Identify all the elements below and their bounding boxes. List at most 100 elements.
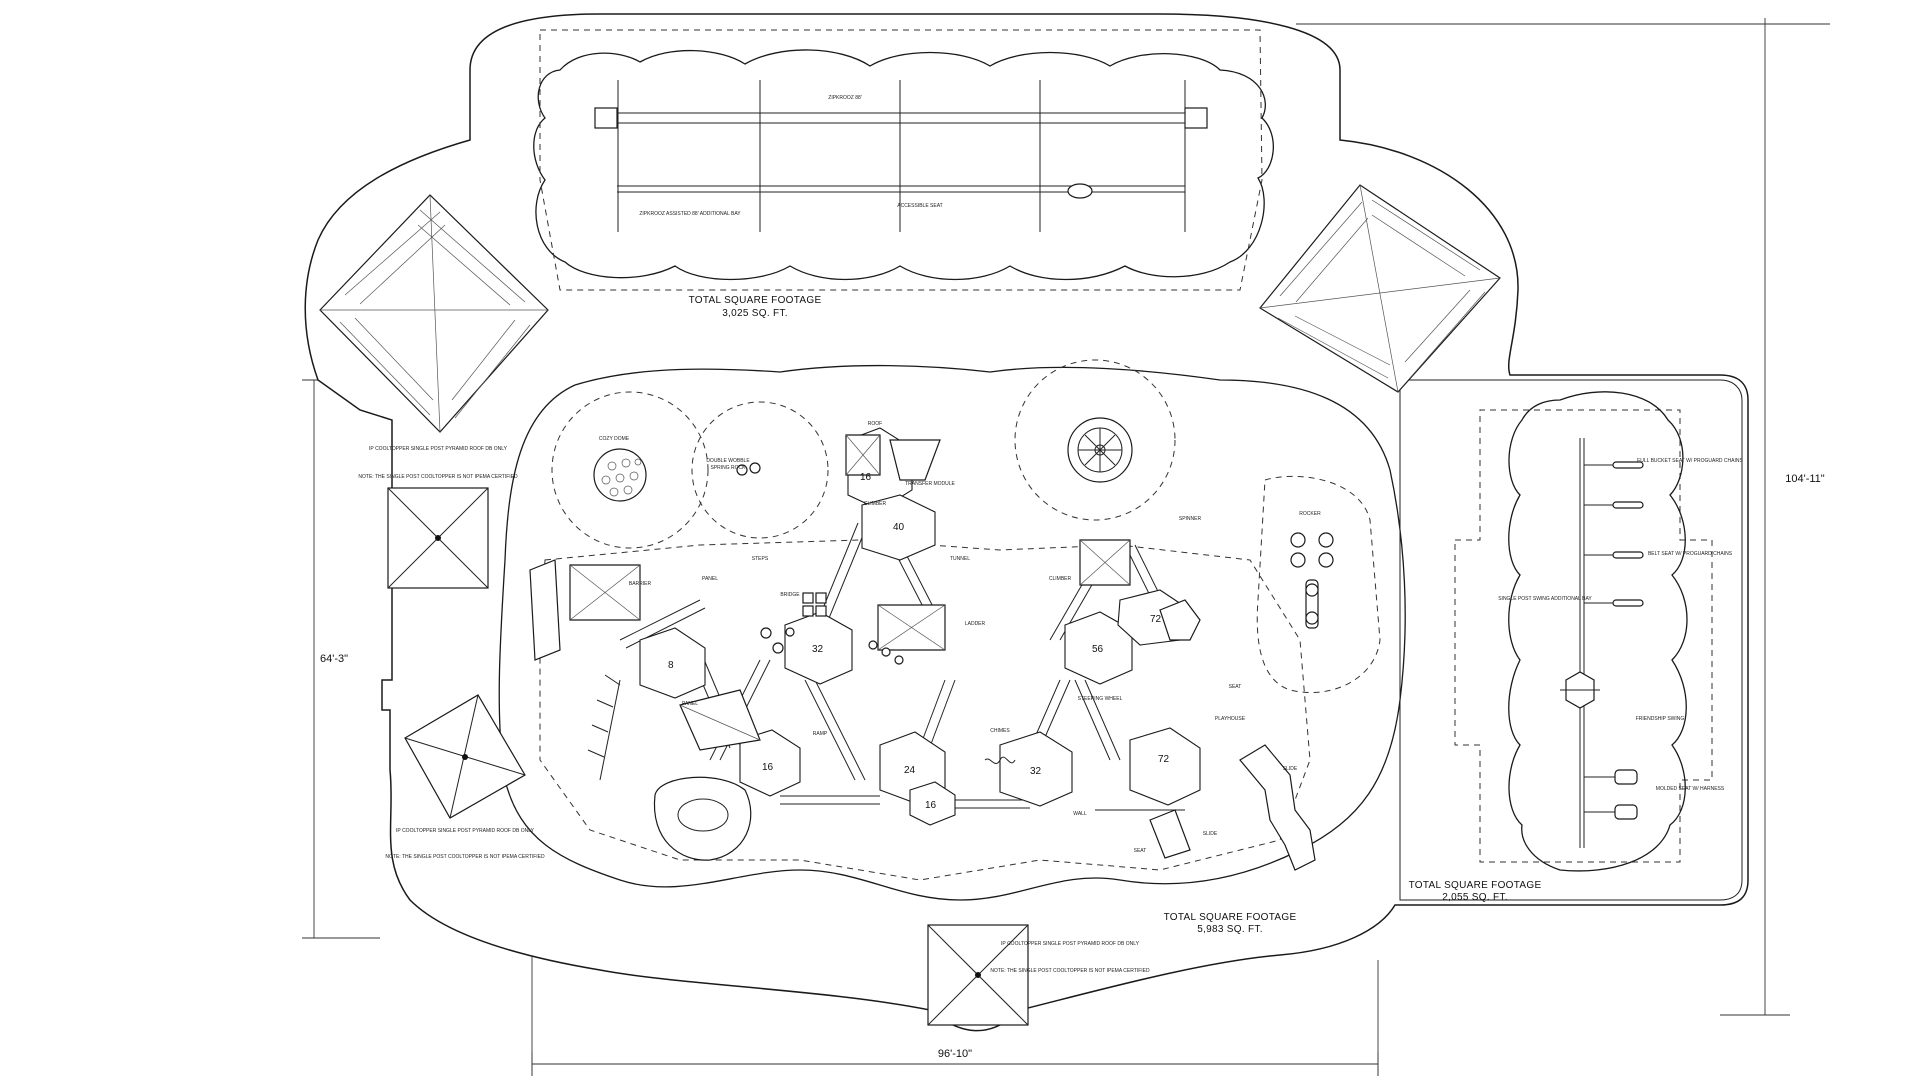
deck-label-72b: 72 — [1158, 754, 1170, 765]
cozy-dome-label: COZY DOME — [599, 436, 630, 442]
shade-note-bottom-2: NOTE: THE SINGLE POST COOLTOPPER IS NOT … — [385, 854, 545, 860]
deck-label-40: 40 — [893, 522, 905, 533]
deck-32b — [999, 731, 1073, 807]
swing-area-label-2: 2,055 SQ. FT. — [1442, 892, 1508, 903]
deck-label-72: 72 — [1150, 614, 1162, 625]
deck-label-24: 24 — [904, 765, 916, 776]
zipline-play-area — [533, 49, 1274, 281]
merry-go-round — [1067, 417, 1133, 483]
zipline-end-platform — [1184, 107, 1208, 129]
callout-bridge: BRIDGE — [780, 592, 800, 598]
deck-label-16: 16 — [860, 472, 872, 483]
main-area-label-2: 5,983 SQ. FT. — [1197, 924, 1263, 935]
deck-16b — [739, 729, 801, 797]
callout-playhouse: PLAYHOUSE — [1215, 716, 1246, 722]
main-area-label-1: TOTAL SQUARE FOOTAGE — [1164, 912, 1297, 923]
callout-roof: ROOF — [868, 421, 882, 427]
cozy-dome — [593, 448, 647, 502]
shade-note-center-2: NOTE: THE SINGLE POST COOLTOPPER IS NOT … — [990, 968, 1150, 974]
zipline: ZIPKROOZ 88' ZIPKROOZ ASSISTED 88' ADDIT… — [594, 80, 1208, 232]
swing-label-belt: BELT SEAT W/ PROGUARD CHAINS — [1648, 551, 1733, 557]
deck-label-56: 56 — [1092, 644, 1104, 655]
swing-label-molded: MOLDED SEAT W/ HARNESS — [1656, 786, 1725, 792]
deck-56 — [1064, 611, 1133, 685]
swing-callouts: FULL BUCKET SEAT W/ PROGUARD CHAINS BELT… — [1498, 458, 1743, 792]
deck-label-32: 32 — [812, 644, 824, 655]
deck-number-labels: 16 40 32 56 72 8 24 16 32 72 16 — [668, 472, 1170, 811]
callout-rocker: ROCKER — [1299, 511, 1321, 517]
shade-roof-right — [1259, 184, 1501, 393]
swing-use-zone — [1454, 409, 1713, 863]
callout-steps: STEPS — [752, 556, 769, 562]
pyramid-shade-left-top — [387, 487, 489, 589]
callout-tunnel: TUNNEL — [950, 556, 970, 562]
shade-roof-left — [319, 194, 549, 433]
component-callouts: ROOF CLIMBER BRIDGE SLIDE BARRIER PANEL … — [629, 421, 1321, 854]
callout-spinner: SPINNER — [1179, 516, 1202, 522]
accessible-seat-label: ACCESSIBLE SEAT — [897, 203, 942, 209]
callout-wheel: STEERING WHEEL — [1078, 696, 1123, 702]
shade-note-center: IP COOLTOPPER SINGLE POST PYRAMID ROOF D… — [1001, 941, 1140, 947]
straight-slide — [1149, 809, 1191, 859]
swing-area-border — [1399, 379, 1743, 901]
zipline-use-zone — [539, 29, 1263, 291]
dimension-playground-height: 64'-3" — [302, 379, 380, 939]
shade-note-top-2: NOTE: THE SINGLE POST COOLTOPPER IS NOT … — [358, 474, 518, 480]
callout-climber: CLIMBER — [864, 501, 887, 507]
deck-label-32b: 32 — [1030, 766, 1042, 777]
callout-transfer: TRANSFER MODULE — [905, 481, 955, 487]
swing-set — [1560, 438, 1644, 848]
deck-72b — [1129, 727, 1201, 806]
swing-label-friendship: FRIENDSHIP SWING — [1636, 716, 1685, 722]
callout-chimes: CHIMES — [990, 728, 1010, 734]
use-zones — [539, 359, 1381, 881]
sand-play-table — [653, 776, 752, 861]
ground-spinners — [1290, 532, 1334, 629]
callout-ramp: RAMP — [813, 731, 828, 737]
swing-play-area — [1508, 391, 1688, 872]
callout-seat-2: SEAT — [1134, 848, 1147, 854]
dimension-playground-width-label: 96'-10" — [938, 1048, 972, 1060]
callout-seat: SEAT — [1229, 684, 1242, 690]
shade-note-bottom: IP COOLTOPPER SINGLE POST PYRAMID ROOF D… — [396, 828, 535, 834]
play-structure-slides — [1149, 599, 1316, 871]
deck-8 — [639, 627, 706, 699]
callout-panel-2: PANEL — [682, 701, 698, 707]
zipline-start-platform — [594, 107, 618, 129]
swing-label-additional: SINGLE POST SWING ADDITIONAL BAY — [1498, 596, 1592, 602]
deck-label-8: 8 — [668, 660, 674, 671]
small-slide — [1159, 599, 1201, 641]
main-play-area-border — [498, 364, 1406, 901]
callout-slide: SLIDE — [1283, 766, 1298, 772]
shade-note-top: IP COOLTOPPER SINGLE POST PYRAMID ROOF D… — [369, 446, 508, 452]
dimension-overall-height: 104'-11" — [1296, 18, 1830, 1016]
double-wobble-label: DOUBLE WOBBLE — [706, 458, 750, 464]
swing-label-bucket: FULL BUCKET SEAT W/ PROGUARD CHAINS — [1637, 458, 1743, 464]
accessible-seat-icon — [1067, 183, 1093, 199]
swing-area-label-1: TOTAL SQUARE FOOTAGE — [1409, 880, 1542, 891]
callout-climber-2: CLIMBER — [1049, 576, 1072, 582]
pyramid-shade-bottom-center — [927, 924, 1029, 1026]
zipline-area-label-1: TOTAL SQUARE FOOTAGE — [689, 295, 822, 306]
callout-ladder: LADDER — [965, 621, 986, 627]
dimension-playground-width: 96'-10" — [531, 940, 1379, 1076]
surfacing-boundary — [304, 13, 1749, 1032]
spring-rockers: DOUBLE WOBBLE SPRING ROCK — [706, 458, 761, 476]
activity-elements — [587, 592, 1016, 861]
callout-barrier: BARRIER — [629, 581, 652, 587]
deck-label-16c: 16 — [925, 800, 937, 811]
deck-label-16b: 16 — [762, 762, 774, 773]
dimension-overall-height-label: 104'-11" — [1785, 473, 1825, 485]
callout-wall: WALL — [1073, 811, 1087, 817]
zipline-area-label-2: 3,025 SQ. FT. — [722, 308, 788, 319]
zipline-assisted-label: ZIPKROOZ ASSISTED 88' ADDITIONAL BAY — [639, 211, 741, 217]
dimension-playground-height-label: 64'-3" — [320, 653, 348, 665]
deck-40 — [861, 494, 936, 561]
spiral-slide — [1239, 744, 1316, 871]
spring-rock-label: SPRING ROCK — [710, 465, 746, 471]
pyramid-shade-left-bottom — [404, 694, 526, 819]
play-structure-roofs — [529, 434, 1131, 751]
deck-16c — [909, 781, 956, 826]
callout-panel: PANEL — [702, 576, 718, 582]
